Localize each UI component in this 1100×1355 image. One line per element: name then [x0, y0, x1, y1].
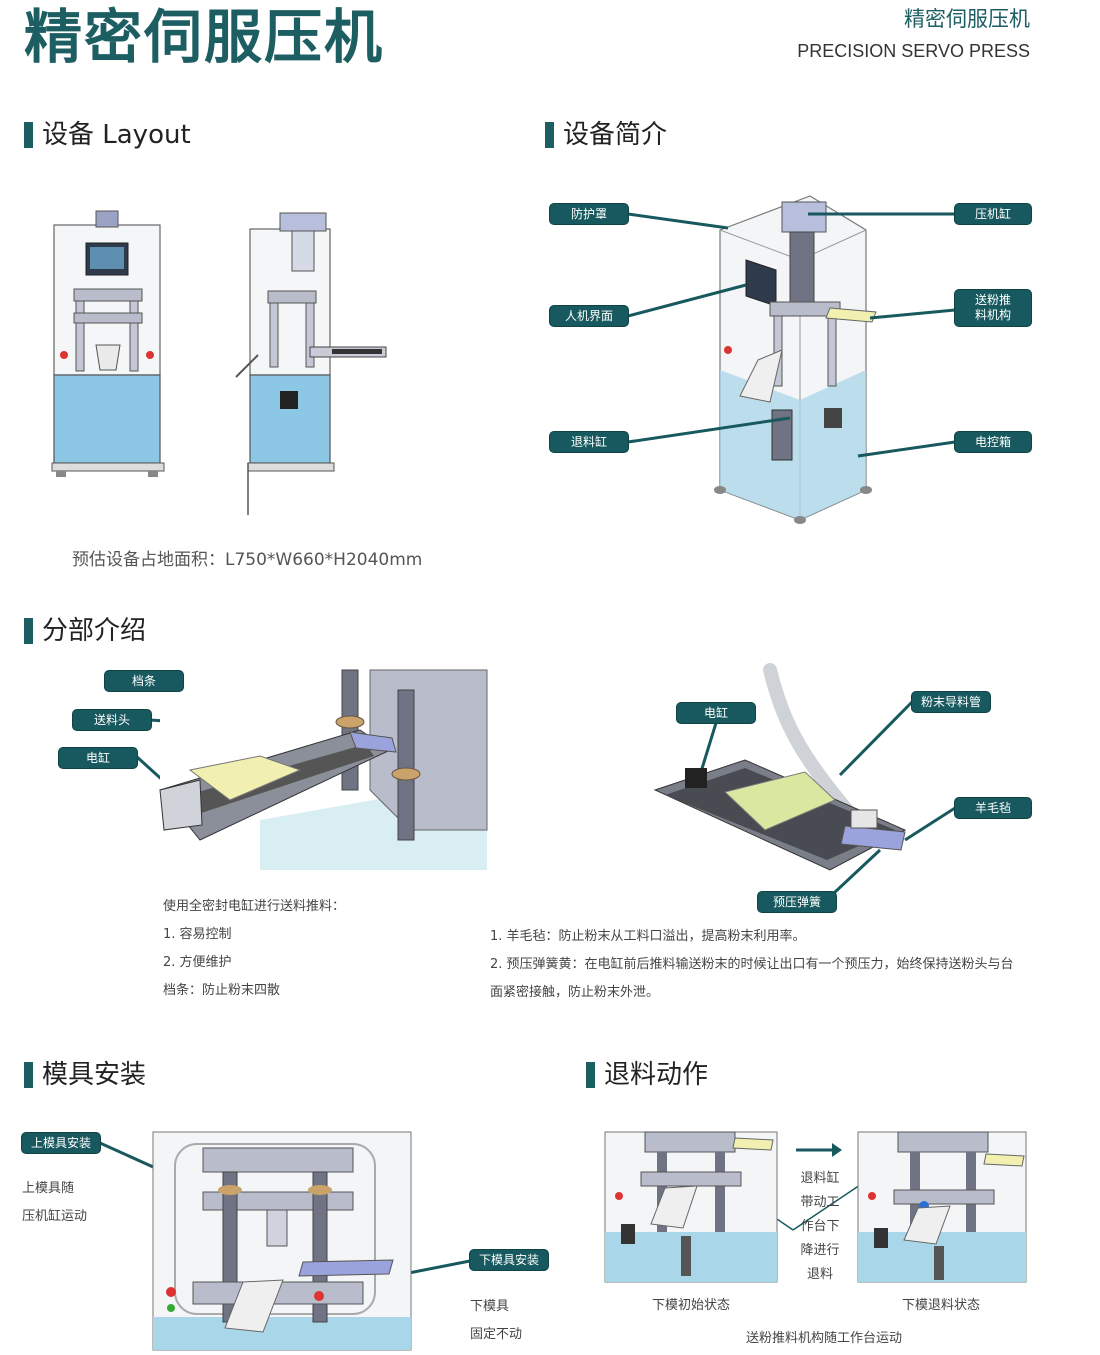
note-line: 档条：防止粉末四散	[163, 983, 281, 998]
header-subtitle-cn: 精密伺服压机	[904, 7, 1030, 31]
callout-wool-felt: 羊毛毡	[955, 798, 1031, 818]
section-heading-intro: 设备简介	[545, 118, 667, 152]
callout-powder-tube: 粉末导料管	[912, 692, 990, 712]
page-title: 精密伺服压机	[24, 3, 385, 71]
eject-initial-image	[604, 1131, 778, 1283]
caption-initial-state: 下模初始状态	[652, 1298, 731, 1313]
callout-lower-mold: 下模具安装	[470, 1250, 548, 1270]
process-arrow-icon	[796, 1143, 842, 1157]
front-view-machine	[51, 210, 165, 477]
heading-bar	[24, 122, 33, 148]
heading-bar	[24, 1062, 33, 1088]
heading-bar	[24, 618, 33, 644]
note-line: 面紧密接触，防止粉末外泄。	[490, 985, 660, 1000]
callout-stopper: 档条	[105, 671, 183, 691]
note-line: 退料缸	[800, 1171, 840, 1186]
note-line: 带动工	[800, 1195, 840, 1210]
caption-feeder-motion: 送粉推料机构随工作台运动	[746, 1331, 903, 1346]
side-view-machine	[235, 212, 387, 515]
heading-bar	[586, 1062, 595, 1088]
callout-eject-cylinder: 退料缸	[550, 432, 628, 452]
note-line: 退料	[806, 1267, 833, 1282]
section-heading-mold: 模具安装	[24, 1058, 146, 1092]
eject-process-notes: 退料缸 带动工 作台下 降进行 退料	[798, 1170, 842, 1284]
note-line: 1. 羊毛毡：防止粉末从工料口溢出，提高粉末利用率。	[490, 929, 806, 944]
layout-drawing	[51, 210, 387, 515]
parts-left-notes: 使用全密封电缸进行送料推料： 1. 容易控制 2. 方便维护 档条：防止粉末四散	[163, 898, 345, 1000]
note-line: 降进行	[800, 1243, 840, 1258]
callout-e-cylinder-left: 电缸	[59, 748, 137, 768]
note-line: 1. 容易控制	[163, 927, 232, 942]
section-heading-eject: 退料动作	[586, 1058, 708, 1092]
callout-feeder: 送粉推 料机构	[955, 290, 1031, 326]
intro-machine-3d	[714, 195, 877, 524]
eject-ejected-image	[857, 1131, 1027, 1283]
parts-right-notes: 1. 羊毛毡：防止粉末从工料口溢出，提高粉末利用率。 2. 预压弹簧黄：在电缸前…	[490, 928, 1050, 1002]
note-line: 下模具	[470, 1299, 510, 1314]
mold-lower-notes: 下模具 固定不动	[470, 1298, 522, 1344]
parts-right-image	[653, 663, 907, 871]
caption-ejected-state: 下模退料状态	[902, 1298, 981, 1313]
header-subtitle-en: PRECISION SERVO PRESS	[797, 41, 1030, 61]
note-line: 2. 方便维护	[163, 955, 232, 970]
callout-upper-mold: 上模具安装	[22, 1133, 100, 1153]
mold-install-image	[152, 1131, 412, 1351]
footprint-text: 预估设备占地面积：L750*W660*H2040mm	[72, 550, 423, 570]
parts-left-image	[159, 669, 488, 870]
callout-guard: 防护罩	[550, 204, 628, 224]
note-line: 作台下	[800, 1219, 840, 1234]
note-line: 使用全密封电缸进行送料推料：	[163, 899, 346, 914]
note-line: 2. 预压弹簧黄：在电缸前后推料输送粉末的时候让出口有一个预压力，始终保持送粉头…	[490, 957, 1014, 972]
callout-hmi: 人机界面	[550, 306, 628, 326]
callout-e-cylinder-right: 电缸	[677, 703, 755, 723]
callout-preload-spring: 预压弹簧	[758, 892, 836, 912]
note-line: 上模具随	[22, 1181, 75, 1196]
callout-press-cylinder: 压机缸	[955, 204, 1031, 224]
section-heading-layout: 设备 Layout	[24, 118, 191, 152]
mold-upper-notes: 上模具随 压机缸运动	[22, 1180, 87, 1226]
section-heading-parts: 分部介绍	[24, 614, 146, 648]
callout-control-box: 电控箱	[955, 432, 1031, 452]
heading-bar	[545, 122, 554, 148]
note-line: 压机缸运动	[22, 1209, 88, 1224]
note-line: 固定不动	[470, 1327, 523, 1342]
callout-feed-head: 送料头	[73, 710, 151, 730]
